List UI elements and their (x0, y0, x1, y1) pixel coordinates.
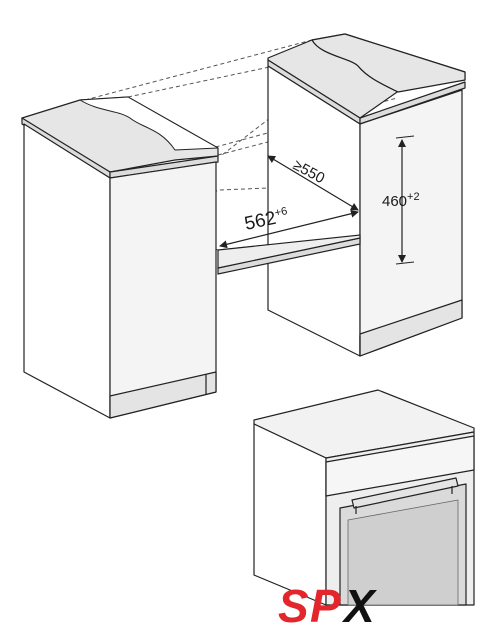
width-tolerance: +6 (274, 205, 289, 219)
depth-arrow-line (267, 155, 359, 211)
oven-door-handle (351, 477, 459, 509)
right-cabinet (267, 33, 466, 357)
width-arrow-line (219, 209, 359, 249)
logo-letter-x: X (341, 580, 377, 632)
logo-letter-p: P (310, 580, 341, 632)
logo-letter-s: S (278, 580, 309, 632)
height-tolerance: +2 (407, 191, 420, 203)
brand-logo: S P X (278, 580, 377, 632)
left-cabinet (21, 96, 219, 419)
oven-control-panel (325, 435, 475, 497)
left-countertop-cutout (79, 96, 219, 151)
height-value: 460 (382, 193, 407, 210)
oven-appliance (253, 389, 475, 606)
dimension-height: 460+2 (382, 135, 420, 265)
height-label: 460+2 (382, 191, 420, 210)
